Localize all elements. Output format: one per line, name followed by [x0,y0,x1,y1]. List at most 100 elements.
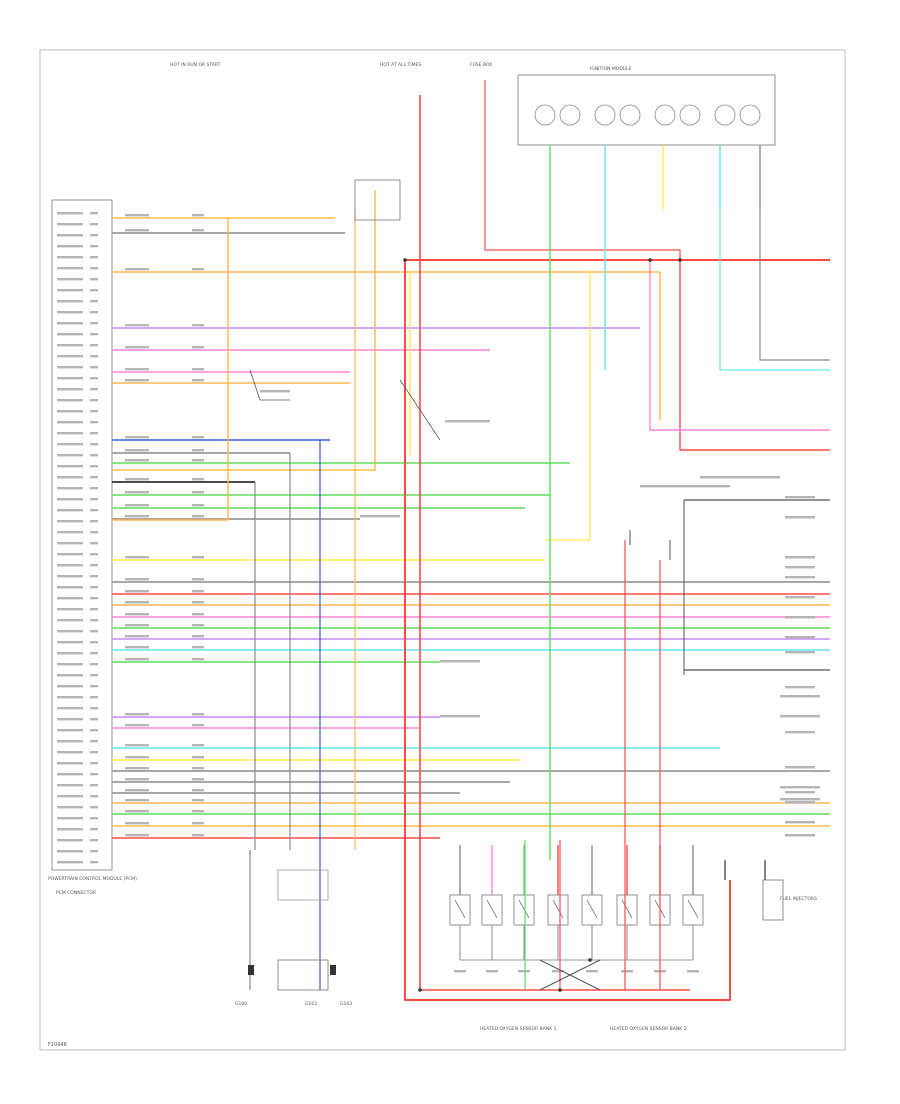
pcm-pin-number [90,432,98,435]
pcm-pin-number [90,784,98,787]
pcm-pin-label [57,729,83,732]
pcm-pin-label [57,278,83,281]
pcm-pin-label [57,399,83,402]
ignition-coil-symbol [619,104,641,126]
circuit-number [192,214,204,217]
connector-pin-label [785,821,815,824]
fuel-injector-box [682,894,704,926]
circuit-number [192,379,204,382]
circuit-number [192,778,204,781]
wire-color-code [125,713,149,716]
pcm-pin-label [57,751,83,754]
pcm-pin-number [90,509,98,512]
connector-pin-label [785,766,815,769]
circuit-number [192,624,204,627]
connector-pin-label [785,496,815,499]
pcm-pin-number [90,531,98,534]
connector-pin-label [785,596,815,599]
pcm-pin-label [57,839,83,842]
ignition-coil-symbol [534,104,556,126]
pcm-pin-number [90,707,98,710]
pcm-pin-label [57,685,83,688]
circuit-number [192,578,204,581]
pcm-pin-number [90,421,98,424]
splice-dot [678,258,682,262]
hot-at-all-times-wire [484,80,681,260]
pcm-pin-label [57,641,83,644]
pcm-pin-number [90,806,98,809]
pcm-pin-label [57,861,83,864]
wire-color-code [125,810,149,813]
pcm-pin-number [90,344,98,347]
pcm-pin-number [90,795,98,798]
injector-label [586,970,598,973]
wire-color-code [125,789,149,792]
top-fuse-label-right: FUSE BOX [470,62,492,68]
ground-label-mid: G102 [305,1001,317,1007]
pcm-pin-number [90,773,98,776]
pcm-module-label: POWERTRAIN CONTROL MODULE (PCM) [48,876,137,882]
circuit-number [192,658,204,661]
pcm-pin-label [57,630,83,633]
ground-label-left: G100 [235,1001,247,1007]
pcm-pin-number [90,399,98,402]
wire-color-code [125,724,149,727]
ignition-coil-symbol [679,104,701,126]
pcm-pin-label [57,718,83,721]
pcm-pin-number [90,740,98,743]
ignition-module-box [517,74,776,146]
wire-color-code [125,799,149,802]
relay-box [354,179,401,221]
orange-signal-wire [112,190,376,471]
wire-color-code [125,601,149,604]
pcm-pin-label [57,696,83,699]
knock-label [780,715,820,718]
injector-label [552,970,564,973]
ignition-coil-symbol [559,104,581,126]
ground-symbol [330,965,336,975]
pcm-pin-label [57,531,83,534]
injector-coil-symbol [687,899,699,919]
fuel-injector-box [616,894,638,926]
connector-pin-label [785,636,815,639]
circuit-number [192,834,204,837]
pcm-pin-label [57,256,83,259]
ignition-coil-symbol [714,104,736,126]
component-label [440,660,480,663]
injector-coil-symbol [586,899,598,919]
ignition-coil-symbol [594,104,616,126]
wire-color-code [125,491,149,494]
pcm-pin-label [57,707,83,710]
circuit-number [192,368,204,371]
fuel-injector-box [481,894,503,926]
wire-color-code [125,613,149,616]
o2-sensor-box [762,879,784,921]
injector-label [687,970,699,973]
connector-pin-label [785,556,815,559]
pcm-pin-number [90,300,98,303]
pcm-pin-label [57,476,83,479]
wire-color-code [125,324,149,327]
circuit-number [192,613,204,616]
pcm-pin-label [57,212,83,215]
circuit-number [192,556,204,559]
pcm-pin-number [90,608,98,611]
relay-leader-line [399,379,441,441]
pcm-pin-label [57,223,83,226]
coil-blue-out [719,210,830,371]
pcm-pin-number [90,663,98,666]
pcm-pin-label [57,465,83,468]
wire-color-code [125,578,149,581]
pcm-pin-number [90,443,98,446]
pcm-pin-number [90,289,98,292]
fuel-injector-box [547,894,569,926]
connector-pin-label [785,731,815,734]
relay-feed-wire [679,260,830,451]
pcm-pin-number [90,234,98,237]
pcm-pin-number [90,597,98,600]
pcm-pin-number [90,267,98,270]
pcm-pin-label [57,267,83,270]
pcm-pin-label [57,806,83,809]
pcm-pin-number [90,322,98,325]
